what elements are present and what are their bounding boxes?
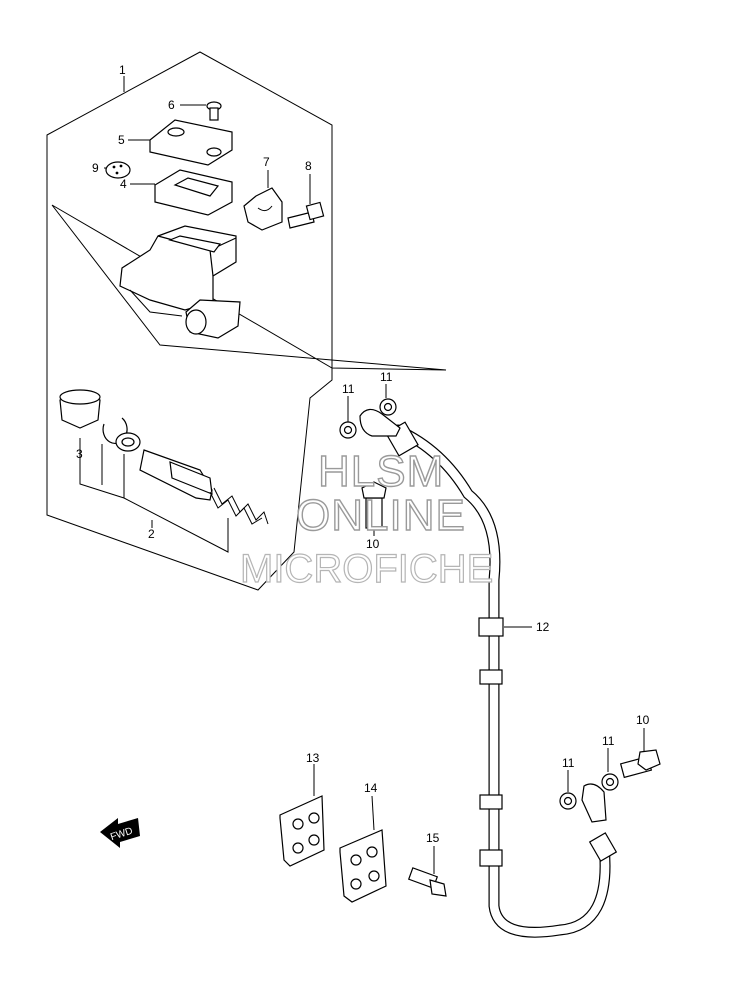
- callout-12: 12: [536, 620, 550, 634]
- watermark-line-3: MICROFICHE: [240, 547, 493, 591]
- clamp-bolt: [287, 201, 325, 229]
- sealing-washers: [339, 398, 619, 810]
- handlebar-clamp: [243, 187, 283, 231]
- callout-14: 14: [364, 781, 378, 795]
- callout-11-a: 11: [342, 382, 355, 396]
- watermark-line-2: ONLINE: [296, 491, 466, 540]
- fwd-arrow-icon: FWD: [100, 818, 140, 848]
- piston-boot: [59, 389, 101, 429]
- callout-7: 7: [263, 155, 270, 169]
- callout-10-lower: 10: [636, 713, 650, 727]
- brake-hose: [359, 408, 618, 938]
- cap-screw: [206, 101, 222, 121]
- callout-11-c: 11: [562, 756, 575, 770]
- callout-9: 9: [92, 161, 99, 175]
- piston-washer: [115, 432, 141, 452]
- callout-3: 3: [76, 447, 83, 461]
- guide-screw: [407, 867, 447, 897]
- callout-brackets: [79, 438, 229, 553]
- watermark: HLSM ONLINE MICROFICHE: [239, 446, 494, 591]
- callout-13: 13: [306, 751, 320, 765]
- callout-5: 5: [118, 133, 125, 147]
- callout-10-upper: 10: [366, 537, 380, 551]
- hose-guide-13: [279, 795, 325, 867]
- union-bolts: [361, 481, 661, 779]
- reservoir-cap: [149, 119, 233, 166]
- hose-guide-14: [339, 829, 387, 903]
- callout-8: 8: [305, 159, 312, 173]
- callout-11-d: 11: [602, 734, 615, 748]
- callout-6: 6: [168, 98, 175, 112]
- callout-labels: 1 2 3 4 5 6 7 8 9 10 10 11 11 11 11 12 1…: [76, 63, 650, 845]
- callout-15: 15: [426, 831, 440, 845]
- diaphragm-plate: [154, 169, 233, 216]
- leader-lines: [79, 76, 645, 874]
- callout-4: 4: [120, 177, 127, 191]
- piston-assembly: [139, 449, 269, 525]
- master-cylinder-body: [119, 225, 241, 339]
- callout-2: 2: [148, 527, 155, 541]
- callout-1: 1: [119, 63, 126, 77]
- diaphragm: [105, 161, 131, 179]
- watermark-line-1: HLSM: [318, 447, 444, 496]
- callout-11-b: 11: [380, 370, 393, 384]
